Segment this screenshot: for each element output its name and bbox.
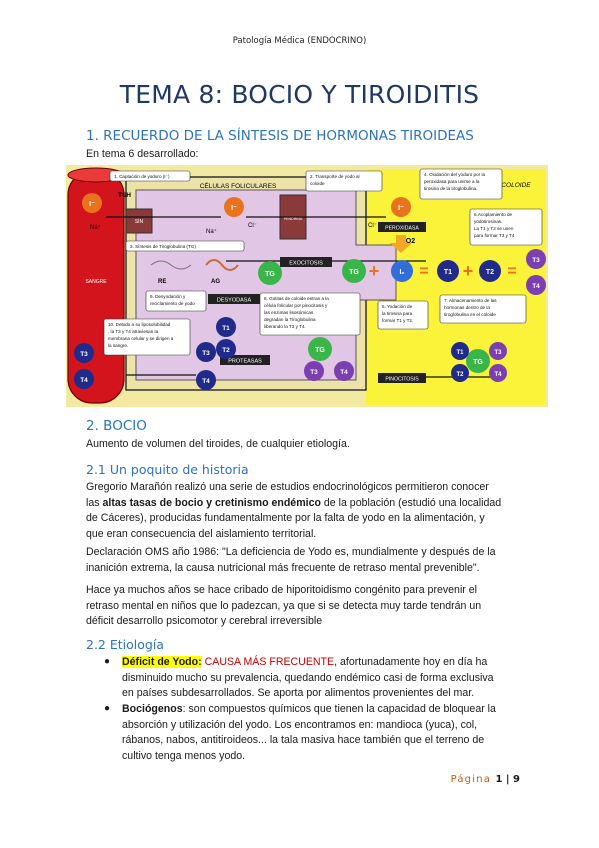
box-2-line-1: 2. Transporte de yodo al	[310, 174, 360, 179]
iodide-cell: I⁻	[231, 205, 237, 212]
t1-circle: T1	[444, 269, 452, 276]
box-5-line-2: la tirosina para	[382, 311, 413, 316]
running-header: Patología Médica (ENDOCRINO)	[232, 36, 367, 46]
etiology-item-goitrogens: Bociógenos: son compuestos químicos que …	[122, 703, 496, 762]
box-7-line-3: tiroglobulina en el coloide	[444, 312, 496, 317]
section-2-1-heading: 2.1 Un poquito de historia	[86, 462, 249, 477]
tsh-label: TSH	[118, 192, 131, 199]
desyodasa-label: DESYODASA	[217, 298, 252, 304]
box-3: 3. Síntesis de Tiroglobulina (TG)	[130, 244, 196, 249]
box-1: 1. Captación de yoduro (I⁻)	[114, 174, 170, 179]
svg-text:+: +	[369, 261, 380, 281]
svg-text:+: +	[463, 261, 474, 281]
follicular-cells-label: CÉLULAS FOLICULARES	[200, 181, 277, 190]
section-1-intro: En tema 6 desarrollado:	[86, 148, 199, 160]
box-10-line-1: 10. Debido a su liposolubilidad	[108, 322, 171, 327]
box-7-line-1: 7. Almacenamiento de las	[444, 298, 497, 303]
box-10-line-3: membrana celular y se dirigen a	[108, 336, 174, 341]
peroxidasa-label: PEROXIDASA	[385, 226, 419, 232]
svg-text:=: =	[507, 263, 516, 280]
blood-label: SANGRE	[85, 279, 107, 285]
t4-vesicle: T4	[340, 369, 348, 376]
pendrina-label: PENDRINA	[284, 217, 303, 221]
box-6-line-1: 6.Acoplamiento de	[474, 212, 512, 217]
t2-cluster: T2	[456, 372, 464, 378]
box-8-line-3: las enzimas lisosómicas	[264, 310, 314, 315]
sin-label: SIN	[135, 219, 144, 225]
t1-cluster: T1	[456, 350, 464, 356]
box-5-line-1: 5. Yodación de	[382, 304, 413, 309]
pinocitosis-label: PINOCITOSIS	[385, 377, 419, 383]
tg-circle-3: TG	[315, 347, 325, 354]
t2-circle: T2	[486, 269, 494, 276]
t3-blood: T3	[80, 351, 88, 358]
tg-circle-4: TG	[473, 359, 483, 366]
proteasas-label: PROTEASAS	[228, 359, 262, 365]
box-10-line-4: la sangre.	[108, 343, 128, 348]
cl-label: Cl⁻	[248, 223, 257, 229]
t4-colloid: T4	[532, 283, 540, 290]
box-8-line-1: 8. Gotitas de coloide entran a la	[264, 296, 329, 301]
box-6-line-2: yodotirosinas.	[474, 219, 502, 224]
bullet-icon: ●	[104, 656, 111, 667]
history-paragraph-3: Hace ya muchos años se hace cribado de h…	[86, 584, 482, 628]
t3-vesicle: T3	[310, 369, 318, 376]
box-9-line-1: 9. Desyodación y	[150, 294, 186, 299]
box-8-line-5: liberando la T3 y T4.	[264, 324, 306, 329]
cl-label-2: Cl⁻	[368, 223, 377, 229]
t1-cell: T1	[222, 325, 230, 332]
iodide-colloid: I⁻	[398, 205, 404, 212]
box-6-line-4: para formar T3 y T4	[474, 233, 515, 238]
box-10-line-2: , la T3 y T4 atraviesan la	[108, 329, 159, 334]
na-label: Na⁺	[90, 224, 101, 231]
box-2-line-2: coloide	[310, 181, 325, 186]
t4-cell: T4	[202, 378, 210, 385]
box-4-line-1: 4. Oxidación del yoduro por la	[424, 172, 485, 177]
box-5-line-3: formar T1 y T2.	[382, 318, 413, 323]
section-2-intro: Aumento de volumen del tiroides, de cual…	[86, 438, 350, 450]
history-paragraph-1: Gregorio Marañón realizó una serie de es…	[86, 481, 502, 540]
h2o2-label: H2O2	[397, 238, 415, 245]
bullet-icon: ●	[104, 703, 111, 714]
ag-label: AG	[211, 279, 220, 285]
t2-cell: T2	[222, 347, 230, 354]
t3-colloid: T3	[532, 257, 540, 264]
box-6-line-3: La T1 y T2 se unen	[474, 226, 514, 231]
box-7-line-2: hormonas dentro de la	[444, 305, 490, 310]
box-4-line-2: peroxidasa para unirse a la	[424, 179, 480, 184]
tg-circle-1: TG	[265, 271, 275, 278]
box-8-line-4: degradan la Tiroglobulina	[264, 317, 316, 322]
t3-cluster: T3	[494, 350, 502, 356]
iodide-blood: I⁻	[89, 201, 95, 208]
box-9-line-2: reciclamiento de yodo	[150, 301, 195, 306]
svg-text:=: =	[419, 263, 428, 280]
box-4-line-3: tirosina de la tiroglobulina.	[424, 186, 477, 191]
t4-blood: T4	[80, 377, 88, 384]
tg-circle-2: TG	[349, 269, 359, 276]
box-8-line-2: célula folicular por pinocitosis y	[264, 303, 328, 308]
t4-cluster: T4	[494, 372, 502, 378]
i2-circle: I₂	[399, 269, 404, 276]
re-label: RE	[158, 279, 166, 285]
document-title: TEMA 8: BOCIO Y TIROIDITIS	[119, 80, 480, 109]
na-label-2: Na⁺	[206, 228, 217, 235]
colloid-label: COLOIDE	[501, 182, 531, 189]
etiology-item-iodine-deficiency: Déficit de Yodo: CAUSA MÁS FRECUENTE, af…	[122, 656, 494, 700]
thyroid-hormone-synthesis-diagram: SANGRE TSH SIN PENDRINA Na⁺ Na⁺ Cl⁻ Cl⁻ …	[66, 165, 548, 407]
page-number: Página 1 | 9	[450, 774, 520, 785]
history-paragraph-2: Declaración OMS año 1986: "La deficienci…	[86, 546, 496, 574]
section-2-2-heading: 2.2 Etiología	[86, 637, 164, 652]
exocitosis-label: EXOCITOSIS	[289, 261, 323, 267]
t3-cell: T3	[202, 350, 210, 357]
section-1-heading: 1. RECUERDO DE LA SÍNTESIS DE HORMONAS T…	[86, 128, 474, 144]
section-2-heading: 2. BOCIO	[86, 418, 147, 434]
